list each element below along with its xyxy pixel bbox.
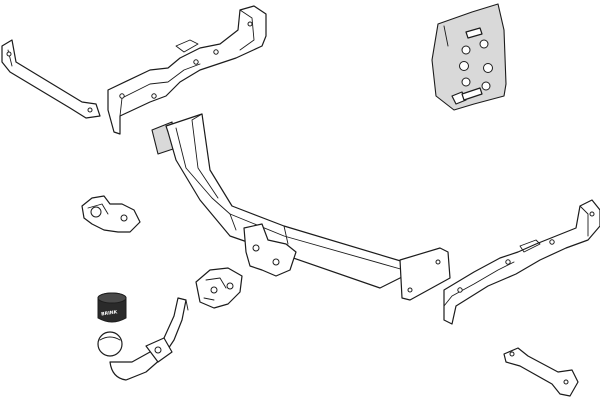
fixing-kit-bag [431, 3, 507, 111]
mounting-bracket-left [107, 5, 267, 135]
socket-plate [81, 195, 141, 233]
main-crossbar [151, 113, 451, 301]
detachable-tow-ball [97, 297, 189, 381]
electrical-socket: BRINK [97, 292, 127, 323]
side-strut-left [1, 39, 101, 119]
mounting-bracket-right [443, 199, 600, 325]
side-strut-right [503, 347, 579, 397]
socket-brand-label: BRINK [101, 309, 118, 317]
ball-clamp [195, 267, 243, 309]
